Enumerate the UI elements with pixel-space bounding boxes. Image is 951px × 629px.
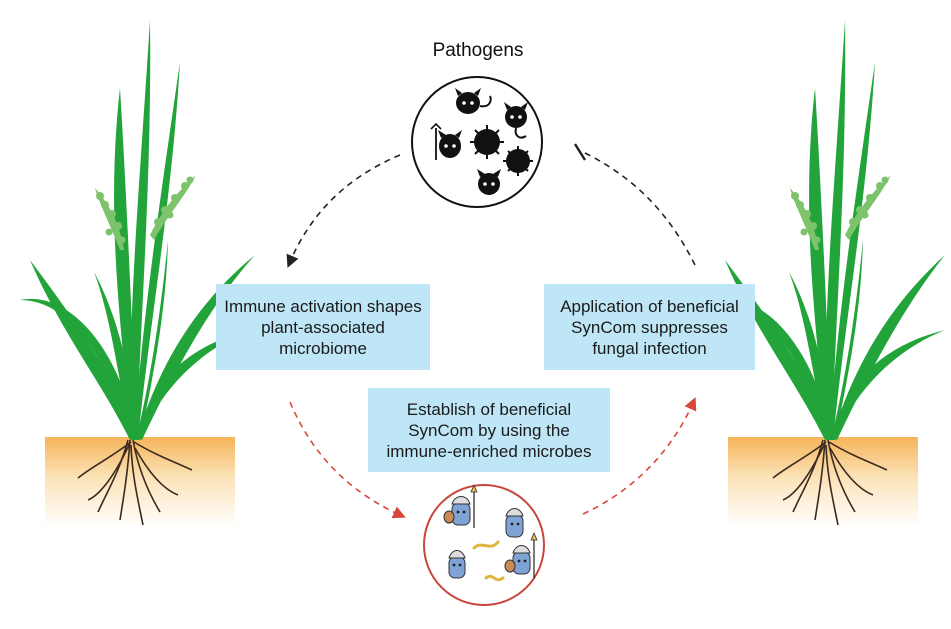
beneficial-microbe-knight-icon: [443, 483, 478, 528]
pathogen-to-immune-arrow: [286, 154, 401, 268]
immune-to-syncom-arrow: [289, 401, 406, 519]
immune-activation-box: Immune activation shapes plant-associate…: [216, 284, 430, 370]
left-leaves: [20, 20, 255, 440]
right-soil: [728, 437, 918, 527]
beneficial-fungus-icon: [472, 540, 505, 582]
fungal-spore-icon: [503, 146, 533, 176]
left-roots: [77, 439, 193, 526]
right-roots: [772, 439, 888, 526]
syncom-circle: [423, 483, 545, 606]
pathogen-eyes: [444, 101, 522, 186]
left-panicle: [95, 175, 196, 250]
pathogens-circle: [411, 76, 543, 208]
pathogen-devil-icon: [477, 169, 501, 195]
beneficial-microbe-knight-icon: [504, 531, 538, 578]
right-panicle: [790, 175, 891, 250]
beneficial-microbe-knight-icon: [448, 550, 466, 579]
beneficial-microbe-knight-icon: [505, 508, 524, 538]
syncom-to-application-arrow: [582, 397, 697, 515]
fungal-spore-icon: [470, 125, 504, 159]
pathogen-devil-icon: [430, 122, 462, 160]
right-rice-plant: [715, 20, 945, 527]
left-rice-plant: [20, 20, 255, 527]
pathogen-devil-icon: [504, 102, 528, 139]
establish-syncom-box: Establish of beneficial SynCom by using …: [368, 388, 610, 472]
microbe-eyes: [452, 510, 527, 567]
pathogen-devil-icon: [455, 88, 492, 114]
syncom-inhibits-pathogen-arrow: [582, 151, 696, 266]
right-leaves: [715, 20, 945, 440]
pathogens-title: Pathogens: [432, 40, 524, 61]
application-syncom-box: Application of beneficial SynCom suppres…: [544, 284, 755, 370]
inhibition-bar: [573, 143, 587, 161]
